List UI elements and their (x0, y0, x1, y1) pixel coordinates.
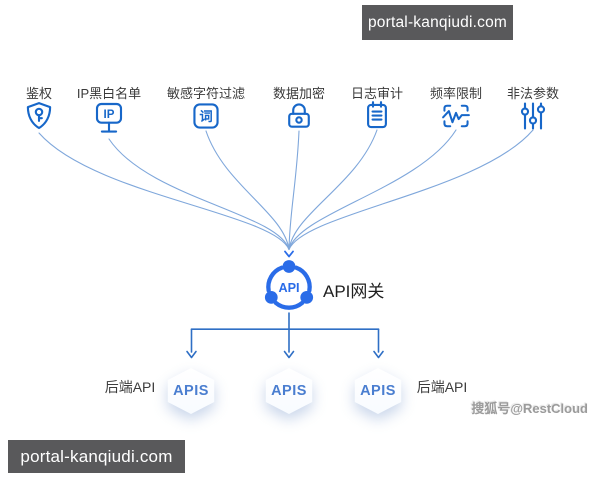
bottom-domain-banner: portal-kanqiudi.com (8, 440, 185, 473)
feature-label-0: 鉴权 (25, 86, 53, 101)
top-domain-banner: portal-kanqiudi.com (362, 5, 513, 40)
top-domain-text: portal-kanqiudi.com (367, 13, 508, 31)
feature-label-3: 数据加密 (272, 86, 326, 101)
apis-hexagon-0: APIS (164, 368, 218, 414)
api-icon-text: API (278, 281, 299, 295)
lock-icon (283, 100, 315, 132)
word-filter-icon: 词 (190, 100, 222, 132)
backend-api-right-label: 后端API (416, 379, 468, 395)
bottom-domain-text: portal-kanqiudi.com (20, 446, 173, 466)
feature-label-5: 频率限制 (429, 86, 483, 101)
ip-list-icon: IP (93, 100, 125, 139)
shield-key-icon (23, 100, 55, 132)
feature-label-4: 日志审计 (350, 86, 404, 101)
svg-text:词: 词 (199, 109, 212, 124)
apis-hexagon-2: APIS (351, 368, 405, 414)
credit-watermark: 搜狐号@RestCloud (471, 401, 588, 416)
apis-node-label: APIS (360, 383, 396, 399)
sliders-icon (517, 100, 549, 132)
feature-label-1: IP黑白名单 (76, 86, 142, 101)
svg-text:IP: IP (104, 109, 115, 121)
api-ring-icon: API (264, 260, 314, 310)
apis-hexagon-1: APIS (262, 368, 316, 414)
api-gateway-icon: API (259, 258, 319, 316)
feature-label-2: 敏感字符过滤 (166, 86, 246, 101)
rate-limit-icon (440, 100, 472, 132)
feature-label-6: 非法参数 (506, 86, 560, 101)
gateway-label: API网关 (323, 282, 385, 301)
backend-api-left-label: 后端API (104, 379, 156, 395)
apis-node-label: APIS (173, 383, 209, 399)
audit-log-icon (361, 100, 393, 132)
apis-node-label: APIS (271, 383, 307, 399)
